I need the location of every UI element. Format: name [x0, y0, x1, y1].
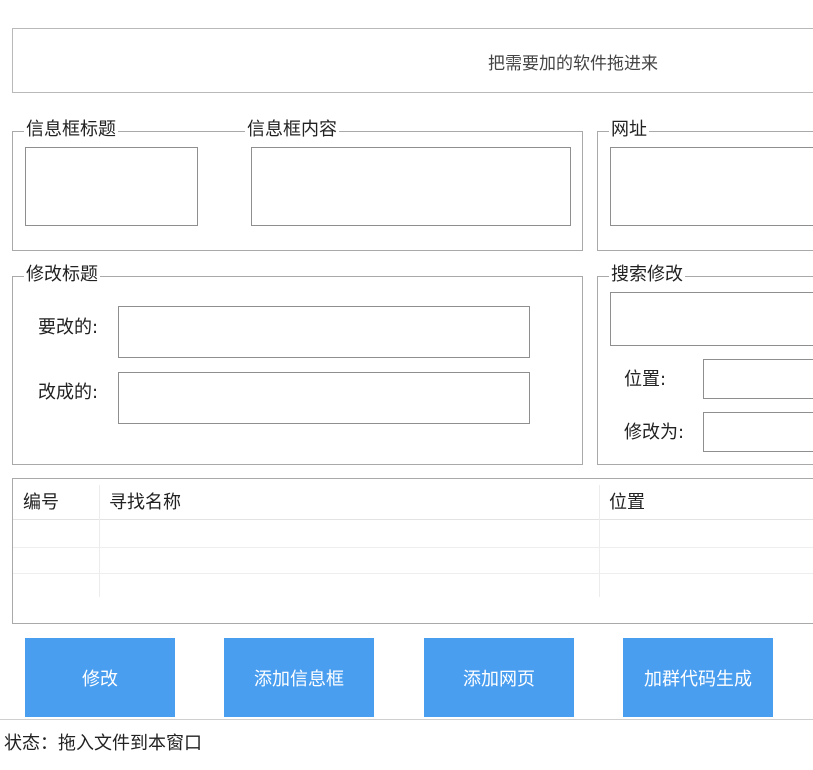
list-row-line — [13, 573, 813, 574]
modify-button[interactable]: 修改 — [25, 638, 175, 717]
drop-zone[interactable] — [12, 28, 813, 93]
find-label: 要改的: — [38, 317, 99, 338]
msgbox-title-legend: 信息框标题 — [24, 119, 118, 141]
add-msgbox-button[interactable]: 添加信息框 — [224, 638, 374, 717]
modify-to-input[interactable] — [703, 412, 813, 452]
replace-input[interactable] — [118, 372, 530, 424]
find-input[interactable] — [118, 306, 530, 358]
modify-title-group — [12, 276, 583, 465]
search-modify-group — [597, 276, 813, 465]
results-list[interactable]: 编号 寻找名称 位置 — [12, 478, 813, 624]
add-webpage-button[interactable]: 添加网页 — [424, 638, 574, 717]
column-header-id[interactable]: 编号 — [23, 492, 59, 513]
column-separator — [99, 485, 100, 597]
column-header-position[interactable]: 位置 — [609, 492, 645, 513]
column-header-name[interactable]: 寻找名称 — [109, 492, 181, 513]
replace-label: 改成的: — [38, 382, 99, 403]
msgbox-content-legend: 信息框内容 — [245, 119, 339, 141]
list-header-divider — [13, 519, 813, 520]
status-text: 状态：拖入文件到本窗口 — [4, 733, 202, 754]
list-row-line — [13, 547, 813, 548]
msgbox-title-input[interactable] — [25, 147, 198, 226]
msgbox-content-input[interactable] — [251, 147, 571, 226]
column-separator — [599, 485, 600, 597]
position-input[interactable] — [703, 359, 813, 399]
modify-title-legend: 修改标题 — [24, 264, 100, 286]
search-input[interactable] — [610, 292, 813, 346]
join-group-code-button[interactable]: 加群代码生成 — [623, 638, 773, 717]
status-divider — [0, 719, 813, 720]
url-legend: 网址 — [609, 119, 649, 141]
url-input[interactable] — [610, 147, 813, 226]
position-label: 位置: — [624, 369, 667, 390]
url-group — [597, 131, 813, 251]
search-modify-legend: 搜索修改 — [609, 264, 685, 286]
drop-zone-hint: 把需要加的软件拖进来 — [488, 54, 658, 74]
modify-to-label: 修改为: — [624, 422, 685, 443]
